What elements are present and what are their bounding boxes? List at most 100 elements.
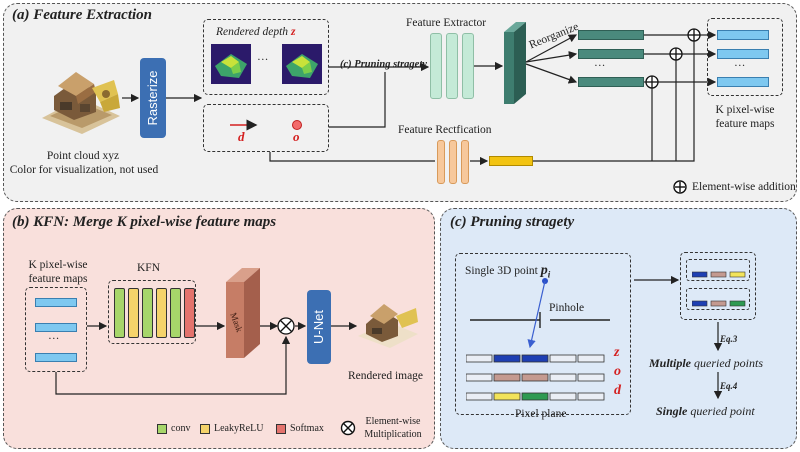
- mask-block: [226, 268, 260, 358]
- panel-a-title: (a) Feature Extraction: [12, 7, 153, 23]
- teal-dots: ···: [594, 60, 606, 72]
- p-symbol: p: [540, 263, 548, 278]
- b-blue-map-2: [35, 323, 77, 332]
- eq4-label: Eq.4: [720, 381, 738, 391]
- rendered-depth-label: Rendered depth z: [216, 26, 295, 39]
- legend-leaky-swatch: [200, 424, 210, 434]
- pixel-row-z: [465, 351, 606, 369]
- teal-bar-3: [578, 77, 644, 87]
- kfn-conv-2: [142, 288, 153, 338]
- kfn-conv-3: [170, 288, 181, 338]
- depth-map-2: [282, 44, 322, 84]
- eq3-label: Eq.3: [720, 334, 738, 344]
- feature-rectification-label: Feature Rectfication: [398, 124, 492, 136]
- point-cloud-image: [40, 58, 122, 136]
- kfn-conv-1: [114, 288, 125, 338]
- kfn-softmax: [184, 288, 195, 338]
- rendered-image-label: Rendered image: [348, 370, 424, 382]
- b-blue-dots: ···: [48, 333, 60, 345]
- blue-dots: ···: [734, 60, 746, 72]
- rect-layer-2: [449, 140, 457, 184]
- legend-softmax-swatch: [276, 424, 286, 434]
- rendered-depth-box: [203, 19, 329, 95]
- k-maps-label-1: K pixel-wise: [715, 104, 775, 116]
- extractor-output-block: [504, 22, 526, 104]
- point-cloud-caption-2: Color for visualization, not used: [9, 164, 159, 176]
- circle-plus-icon: [673, 180, 687, 194]
- single-point-result-line: Single queried point: [656, 405, 755, 418]
- single-point-label: Single 3D point: [465, 265, 538, 277]
- legend-leaky-label: LeakyReLU: [214, 423, 264, 434]
- o-row-label: o: [614, 364, 621, 379]
- blue-map-1: [717, 30, 769, 40]
- k-maps-label-2: feature maps: [715, 118, 775, 130]
- kfn-leaky-1: [128, 288, 139, 338]
- rect-layer-1: [437, 140, 445, 184]
- rendered-depth-text: Rendered depth: [216, 26, 289, 38]
- teal-bar-1: [578, 30, 644, 40]
- single-point-line: Single 3D point pi: [465, 264, 550, 281]
- depth-dots: ···: [257, 54, 269, 66]
- group-2-bars: [691, 295, 746, 313]
- legend-conv-label: conv: [171, 423, 191, 434]
- d-o-box: [203, 104, 329, 152]
- b-blue-map-3: [35, 353, 77, 362]
- feature-extractor-label: Feature Extractor: [406, 17, 487, 29]
- pruning-label: (c) Pruning stragety: [340, 59, 427, 70]
- legend-add-label: Element-wise addition: [692, 181, 796, 193]
- group-1-bars: [691, 266, 746, 284]
- queried-point-group-2: [686, 288, 750, 310]
- b-k-maps-label-2: feature maps: [28, 273, 88, 285]
- pruning-panel: [440, 208, 797, 449]
- k-feature-maps-box: [707, 18, 783, 96]
- unet-block: [307, 290, 331, 364]
- queried-point-label: queried point: [690, 404, 755, 418]
- z-row-label: z: [614, 345, 620, 360]
- extractor-layer-3: [462, 33, 474, 99]
- rasterize-block: [140, 58, 166, 138]
- kfn-label: KFN: [137, 262, 161, 274]
- queried-point-group-1: [686, 259, 750, 281]
- circle-times-icon: [340, 420, 356, 436]
- extractor-layer-1: [430, 33, 442, 99]
- queried-points-box: [680, 252, 756, 320]
- teal-bar-2: [578, 49, 644, 59]
- pixel-plane-label: Pixel plane: [515, 408, 567, 420]
- pinhole-label: Pinhole: [549, 302, 585, 314]
- rect-layer-3: [461, 140, 469, 184]
- rendered-image: [358, 292, 420, 350]
- panel-b-title: (b) KFN: Merge K pixel-wise feature maps: [12, 214, 277, 230]
- blue-map-3: [717, 77, 769, 87]
- legend-mult-label-2: Multiplication: [364, 429, 422, 440]
- b-k-maps-label-1: K pixel-wise: [28, 259, 88, 271]
- multiple-label: Multiple: [649, 356, 692, 370]
- b-blue-map-1: [35, 298, 77, 307]
- b-k-maps-box: [25, 287, 87, 372]
- pixel-row-o: [465, 370, 606, 388]
- d-row-label: d: [614, 383, 621, 398]
- d-symbol: d: [238, 129, 245, 144]
- pixel-row-d: [465, 389, 606, 407]
- feature-extraction-panel: [3, 3, 797, 202]
- single-label: Single: [656, 404, 688, 418]
- multiple-points-line: Multiple queried points: [649, 357, 763, 370]
- pixel-plane-box: [455, 253, 631, 415]
- o-symbol: o: [293, 129, 300, 144]
- blue-map-2: [717, 49, 769, 59]
- legend-conv-swatch: [157, 424, 167, 434]
- panel-c-title: (c) Pruning stragety: [450, 214, 575, 230]
- p-subscript: i: [547, 269, 551, 280]
- z-symbol: z: [290, 26, 296, 38]
- yellow-bar: [489, 156, 533, 166]
- depth-map-1: [211, 44, 251, 84]
- point-cloud-caption-1: Point cloud xyz: [46, 150, 120, 162]
- legend-softmax-label: Softmax: [290, 423, 324, 434]
- queried-points-label: queried points: [694, 356, 764, 370]
- kfn-box: [108, 280, 196, 344]
- legend-mult-label-1: Element-wise: [365, 416, 421, 427]
- kfn-leaky-2: [156, 288, 167, 338]
- extractor-layer-2: [446, 33, 458, 99]
